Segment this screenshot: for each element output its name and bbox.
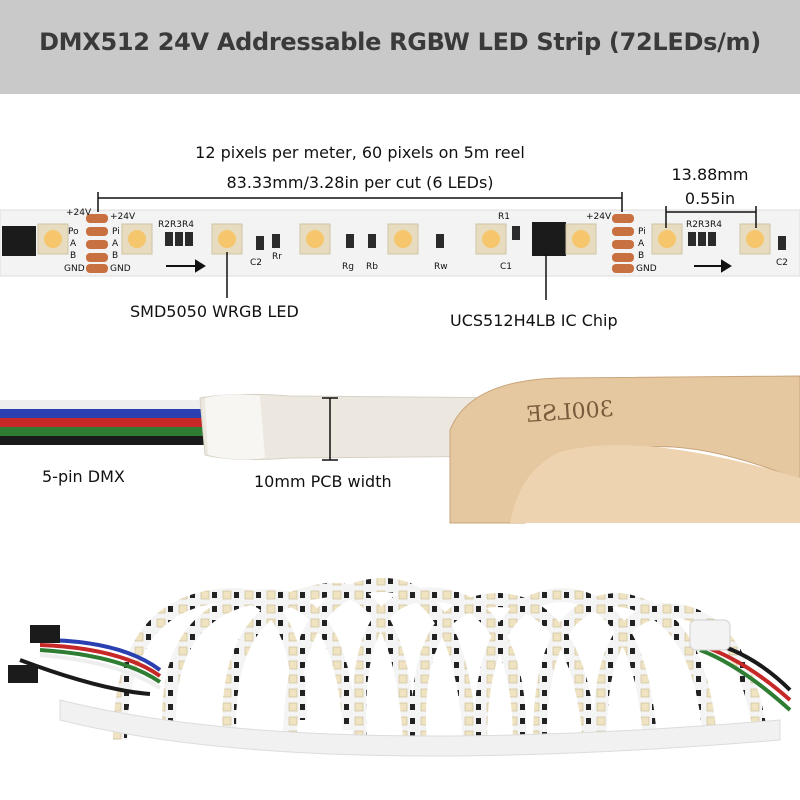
- pad-label-left-a: A: [70, 239, 77, 249]
- pad-label-left-gnd: GND: [64, 264, 85, 274]
- cut-pads-right: [612, 214, 634, 273]
- resistor-label: R4: [710, 220, 722, 230]
- pad-label-right-pi: Pi: [112, 227, 120, 237]
- pcb-width-label: 10mm PCB width: [254, 472, 392, 491]
- cut-pads-left: [86, 214, 108, 273]
- resistor-label: R3: [698, 220, 710, 230]
- dmx-connector-label: 5-pin DMX: [42, 467, 125, 486]
- pad-label-right-v: +24V: [110, 212, 136, 222]
- pad-label-right2-pi: Pi: [638, 227, 646, 237]
- capacitor-label: C2: [776, 258, 789, 268]
- resistor-label: R2: [686, 220, 698, 230]
- pad-label-right2-b: B: [638, 251, 645, 261]
- resistor-label: Rr: [272, 252, 282, 262]
- pad-label-right-gnd: GND: [110, 264, 131, 274]
- resistor-label: R1: [498, 212, 510, 222]
- led-pitch-mm-label: 13.88mm: [671, 165, 749, 184]
- capacitor-label: C1: [500, 262, 513, 272]
- led-pitch-in-label: 0.55in: [684, 189, 736, 208]
- ic-chip-left: [2, 226, 36, 256]
- capacitor-label: C2: [250, 258, 263, 268]
- ic-chip-label: UCS512H4LB IC Chip: [450, 311, 618, 330]
- pad-label-right-b: B: [112, 251, 119, 261]
- pad-label-left-po: Po: [68, 227, 79, 237]
- pad-label-right2-gnd: GND: [636, 264, 657, 274]
- pad-label-right2-a: A: [638, 239, 645, 249]
- title-banner: DMX512 24V Addressable RGBW LED Strip (7…: [0, 0, 800, 94]
- resistor-label: R4: [182, 220, 194, 230]
- pad-label-left-v: +24V: [66, 208, 92, 218]
- ic-chip-center: [532, 222, 566, 256]
- resistor-label: R2: [158, 220, 170, 230]
- resistor-label: Rg: [342, 262, 354, 272]
- page-title: DMX512 24V Addressable RGBW LED Strip (7…: [39, 28, 761, 56]
- pad-label-right-a: A: [112, 239, 119, 249]
- pad-label-right2-v: +24V: [586, 212, 612, 222]
- cut-length-label: 83.33mm/3.28in per cut (6 LEDs): [226, 173, 494, 192]
- resistor-label: R3: [170, 220, 182, 230]
- pad-label-left-b: B: [70, 251, 77, 261]
- pixels-per-meter-label: 12 pixels per meter, 60 pixels on 5m ree…: [195, 143, 525, 162]
- resistor-label: Rb: [366, 262, 378, 272]
- resistor-label: Rw: [434, 262, 448, 272]
- led-type-label: SMD5050 WRGB LED: [130, 302, 299, 321]
